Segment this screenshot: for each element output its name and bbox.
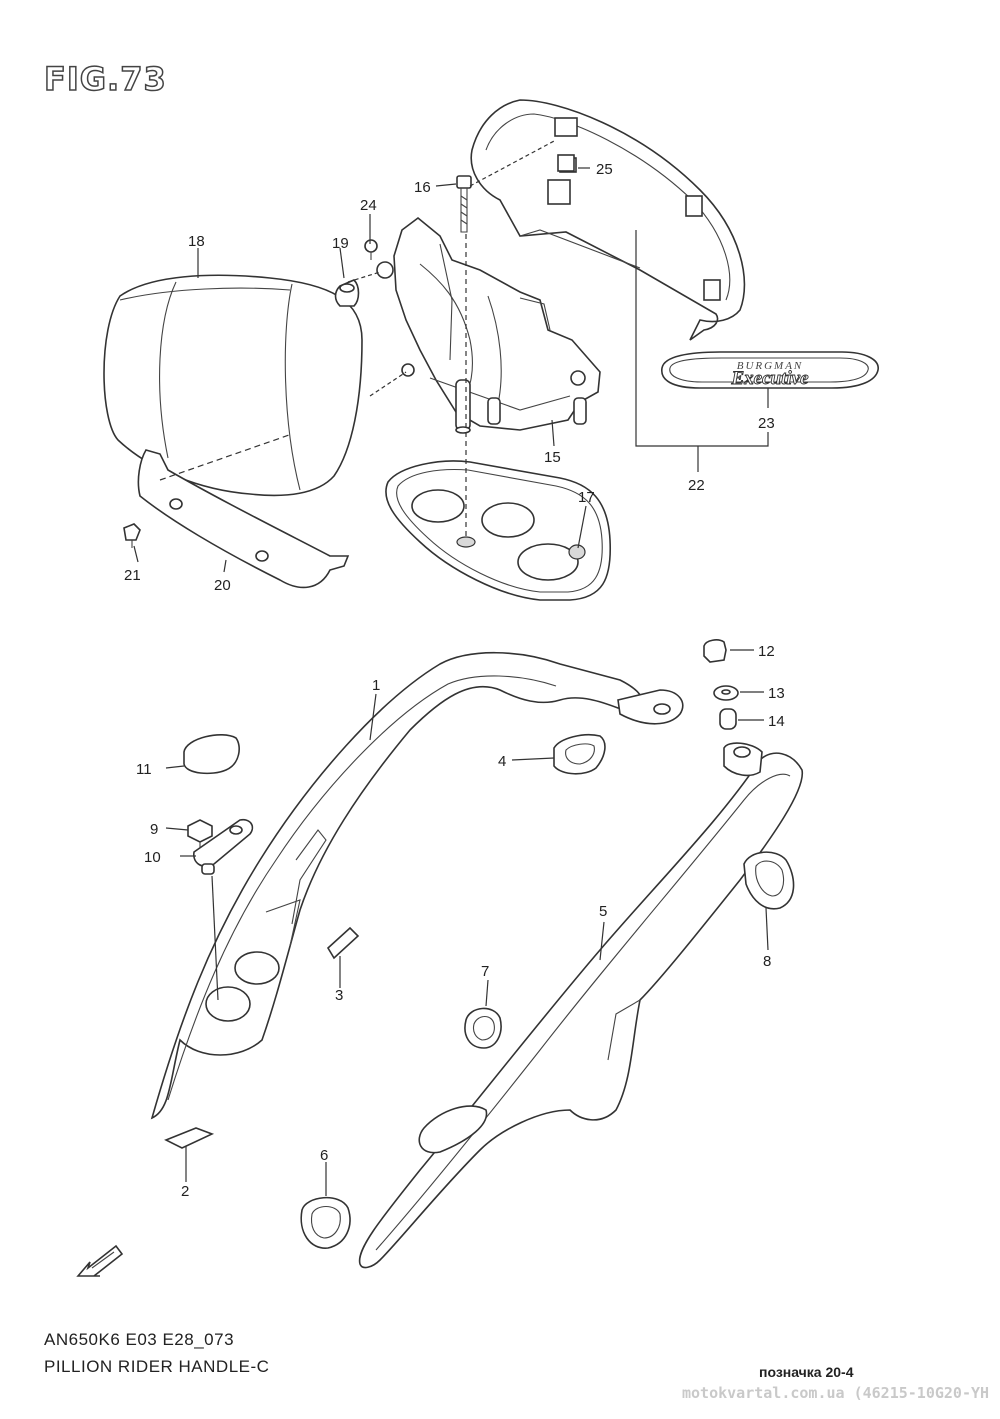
leader-lines — [133, 139, 769, 1196]
model-code: AN650K6 E03 E28_073 — [44, 1330, 235, 1349]
figure-title: FIG.73 — [43, 59, 167, 99]
pillion-handle-right — [358, 742, 803, 1269]
emblem: BURGMAN Executive — [661, 351, 879, 389]
callout-24: 24 — [360, 197, 377, 214]
callout-8: 8 — [763, 953, 771, 970]
hardware — [123, 154, 739, 875]
callout-11: 11 — [136, 761, 152, 778]
callout-16: 16 — [414, 179, 431, 196]
pads — [137, 449, 795, 1249]
callout-20: 20 — [214, 577, 231, 594]
callout-labels: 1 2 3 4 5 6 7 8 9 10 11 12 13 14 15 16 1… — [124, 161, 785, 1200]
callout-4: 4 — [498, 753, 506, 770]
callout-22: 22 — [688, 477, 705, 494]
callout-14: 14 — [768, 713, 785, 730]
back-cover — [470, 99, 746, 341]
callout-21: 21 — [124, 567, 141, 584]
callout-12: 12 — [758, 643, 775, 660]
callout-17: 17 — [578, 489, 595, 506]
backrest-pad — [103, 274, 363, 497]
callout-25: 25 — [596, 161, 613, 178]
page-reference: позначка 20-4 — [759, 1364, 854, 1380]
callout-9: 9 — [150, 821, 158, 838]
base-plate — [385, 460, 612, 601]
callout-5: 5 — [599, 903, 607, 920]
callout-10: 10 — [144, 849, 161, 866]
callout-1: 1 — [372, 677, 380, 694]
diagram-title: PILLION RIDER HANDLE-C — [44, 1357, 270, 1376]
callout-13: 13 — [768, 685, 785, 702]
backrest-bracket — [376, 216, 601, 434]
front-direction-arrow-icon — [76, 1244, 124, 1277]
callout-19: 19 — [332, 235, 349, 252]
callout-7: 7 — [481, 963, 489, 980]
emblem-text-top: BURGMAN — [737, 360, 804, 372]
pillion-handle-left — [150, 651, 684, 1120]
callout-3: 3 — [335, 987, 343, 1004]
callout-15: 15 — [544, 449, 561, 466]
callout-2: 2 — [181, 1183, 189, 1200]
callout-6: 6 — [320, 1147, 328, 1164]
watermark-text: motokvartal.com.ua (46215-10G20-YH — [682, 1384, 990, 1402]
emblem-text-bottom: Executive — [730, 368, 809, 389]
callout-18: 18 — [188, 233, 205, 250]
callout-23: 23 — [758, 415, 775, 432]
